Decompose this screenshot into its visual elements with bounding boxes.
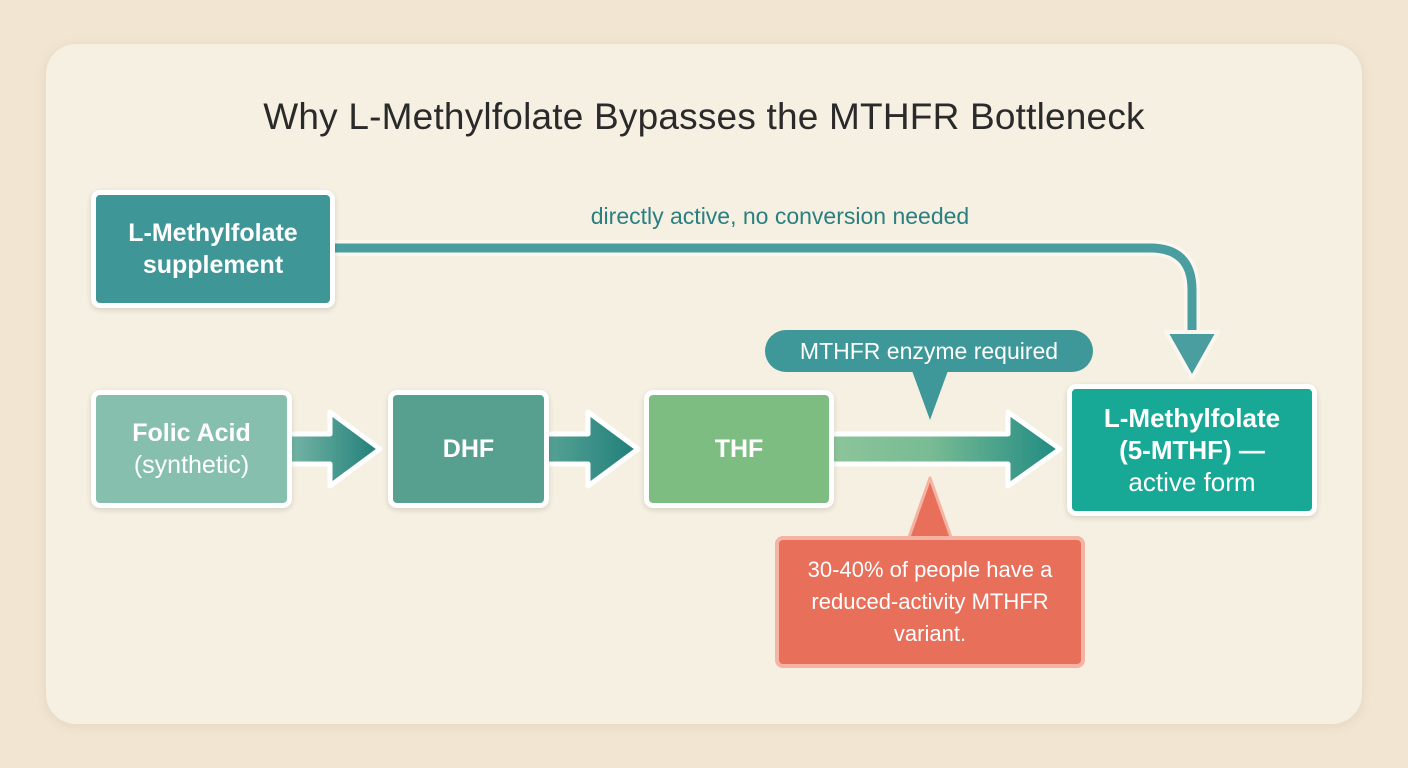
dhf-node: DHF — [388, 390, 549, 508]
bypass-label: directly active, no conversion needed — [590, 203, 970, 229]
variant-warning-callout: 30-40% of people have a reduced-activity… — [775, 536, 1085, 668]
callout-pointer — [906, 476, 954, 542]
l-methylfolate-supplement-node: L-Methylfolate supplement — [91, 190, 335, 308]
supplement-label-line2: supplement — [142, 251, 284, 279]
active-label-line2: (5-MTHF) — — [1119, 435, 1265, 465]
active-label-line3: active form — [1128, 467, 1256, 497]
arrow-folic-to-dhf — [282, 409, 383, 489]
arrow-thf-to-active — [823, 409, 1063, 489]
folic-acid-node: Folic Acid (synthetic) — [91, 390, 292, 508]
diagram-title: Why L-Methylfolate Bypasses the MTHFR Bo… — [263, 96, 1145, 137]
bypass-arrow-line — [333, 240, 1200, 336]
thf-node: THF — [644, 390, 834, 508]
folic-acid-label: Folic Acid — [132, 419, 251, 447]
dhf-label: DHF — [442, 435, 495, 463]
supplement-label-line1: L-Methylfolate — [128, 219, 298, 247]
enzyme-tag-pointer — [911, 368, 949, 420]
active-form-node: L-Methylfolate (5-MTHF) — active form — [1067, 384, 1317, 516]
active-label-line1: L-Methylfolate — [1103, 403, 1281, 433]
arrow-dhf-to-thf — [539, 409, 641, 489]
folic-acid-sublabel: (synthetic) — [133, 451, 250, 479]
bypass-arrow-head — [1164, 330, 1220, 380]
mthfr-enzyme-tag: MTHFR enzyme required — [765, 330, 1093, 372]
thf-label: THF — [714, 435, 764, 463]
